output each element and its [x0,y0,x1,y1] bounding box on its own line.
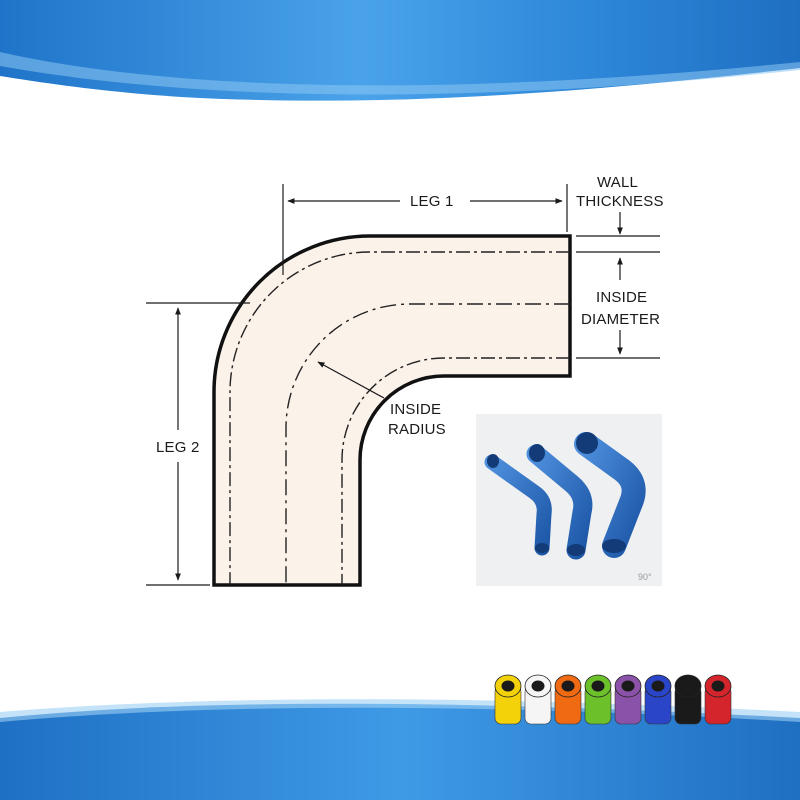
hose-swatch-hole [651,680,665,692]
hose-swatch-hole [681,680,695,692]
medium-elbow [526,444,593,560]
hose-elbow [212,234,572,587]
small-elbow [484,454,552,556]
hose-swatch-hole [531,680,545,692]
hose-swatch-hole [591,680,605,692]
hose-swatch-hole [501,680,515,692]
photo-caption: 90° [638,572,652,582]
radius-inside-label: INSIDE [390,401,441,418]
leg1-label: LEG 1 [410,193,454,210]
leg1-dimension: LEG 1 [282,184,568,275]
hose-body [212,234,572,587]
inside-radius-callout: INSIDE RADIUS [317,361,446,438]
leg2-label: LEG 2 [156,439,200,456]
hose-swatch-hole [711,680,725,692]
radius-label: RADIUS [388,421,446,438]
large-elbow [574,432,646,558]
hose-swatch-hole [621,680,635,692]
hose-swatch-hole [561,680,575,692]
inside-diameter-dimension: INSIDE DIAMETER [576,257,660,359]
inside-label: INSIDE [596,289,647,306]
blue-elbows-photo: 90° [476,414,662,586]
leg2-dimension: LEG 2 [146,302,250,586]
wall-thickness-dimension: WALL THICKNESS [576,174,664,253]
color-swatches [494,674,732,725]
inner-wall-outer [229,251,570,585]
thickness-label: THICKNESS [576,193,664,210]
inner-wall-inner [341,357,570,585]
wall-label: WALL [597,174,638,191]
diameter-label: DIAMETER [581,311,660,328]
centerline [285,303,570,585]
top-banner [0,0,800,101]
